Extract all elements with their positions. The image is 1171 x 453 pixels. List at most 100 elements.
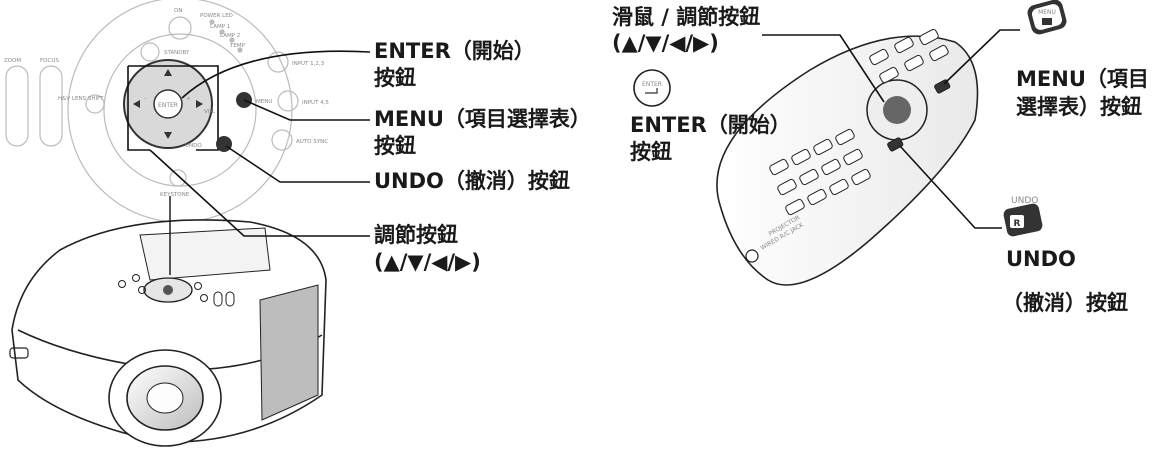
remote-mouse-label: 滑鼠 / 調節按鈕	[612, 5, 761, 29]
temp-led	[237, 47, 243, 53]
adjust-callout-line	[149, 149, 370, 237]
focus-printed: FOCUS	[40, 58, 59, 64]
up-arrow	[164, 69, 172, 76]
remote-key	[929, 44, 949, 62]
input123-printed: INPUT 1,2,3	[292, 61, 325, 67]
remote-enter-icon: ENTER	[633, 69, 671, 107]
remote-buttons	[769, 28, 951, 216]
power-led-printed: POWER LED	[200, 13, 233, 19]
remote-undo-key	[887, 137, 904, 152]
lamp1-printed: LAMP 1	[210, 24, 230, 30]
vol-printed: VOL	[204, 109, 216, 115]
keystone-button	[169, 169, 187, 187]
menu-label: MENU（項目選擇表）	[374, 107, 591, 131]
zoom-slider	[5, 65, 29, 147]
remote-key	[835, 128, 855, 146]
lens-inner	[146, 382, 184, 414]
projector-shell	[11, 219, 327, 443]
adjust-bracket-left	[127, 66, 150, 151]
lamp1-led	[219, 29, 225, 35]
auto-sync-button	[271, 129, 293, 151]
remote-key	[821, 158, 841, 176]
remote-menu-label-2: 選擇表）按鈕	[1016, 95, 1142, 119]
lamp2-printed: LAMP 2	[220, 33, 240, 39]
remote-key	[799, 168, 819, 186]
undo-label: UNDO（撤消）按鈕	[374, 169, 570, 193]
remote-key	[769, 158, 789, 176]
undo-icon-printed: UNDO	[1011, 196, 1038, 206]
menu-callout-line	[243, 99, 370, 121]
remote-enter-label-2: 按鈕	[630, 140, 672, 164]
on-printed: ON	[174, 8, 182, 14]
zoom-printed: ZOOM	[4, 58, 21, 64]
keystone-printed: KEYSTONE	[160, 192, 190, 198]
enter-callout-line	[181, 50, 371, 99]
top-button-b	[132, 274, 140, 282]
remote-undo-label: UNDO	[1006, 247, 1076, 271]
remote-mouse-label-2: (▲/▼/◀/▶)	[612, 31, 719, 55]
enter-button-panel	[153, 89, 183, 119]
remote-undo-callout-line	[899, 145, 1002, 229]
enter-label: ENTER（開始）	[374, 39, 535, 63]
lens-shift-button	[85, 94, 105, 114]
on-button	[168, 16, 192, 40]
vol-plus-printed: +	[186, 96, 191, 102]
remote-key	[879, 66, 899, 84]
remote-key	[813, 138, 833, 156]
top-pad-center	[163, 285, 173, 295]
enter-printed: ENTER	[158, 102, 178, 109]
remote-key	[777, 178, 797, 196]
side-vent	[259, 284, 319, 421]
power-led	[209, 19, 215, 25]
remote-menu-label: MENU（項目	[1016, 67, 1149, 91]
r-key-printed: R	[1014, 219, 1021, 229]
mouse-callout-line	[762, 34, 885, 103]
remote-key	[919, 28, 939, 46]
right-arrow	[196, 100, 203, 108]
focus-slider	[39, 65, 63, 147]
remote-key	[791, 148, 811, 166]
enter-icon-printed: ENTER	[642, 81, 662, 88]
adjust-label: 調節按鈕	[374, 223, 458, 247]
menu-printed: MENU	[256, 99, 272, 105]
remote-menu-key	[934, 79, 951, 94]
top-panel	[139, 227, 271, 281]
remote-key	[829, 178, 849, 196]
top-slider-a	[213, 291, 223, 307]
remote-key	[894, 36, 914, 54]
front-sensor	[9, 347, 29, 359]
undo-button-panel	[216, 136, 232, 152]
projector-illustration	[9, 219, 327, 447]
undo-printed: UNDO	[185, 143, 202, 149]
input45-printed: INPUT 4,5	[302, 100, 329, 106]
down-arrow	[164, 132, 172, 139]
undo-callout-line	[225, 145, 370, 183]
standby-button	[140, 42, 160, 62]
remote-key	[843, 148, 863, 166]
menu-label-2: 按鈕	[374, 134, 416, 158]
adjust-label-2: (▲/▼/◀/▶)	[374, 250, 481, 274]
remote-menu-callout-line	[943, 29, 1020, 85]
adjust-bracket-right	[128, 65, 219, 151]
lamp2-led	[229, 37, 235, 43]
remote-key	[807, 188, 827, 206]
remote-undo-label-2: （撤消）按鈕	[1002, 291, 1128, 315]
remote-key	[869, 48, 889, 66]
remote-key	[785, 198, 805, 216]
enter-label-2: 按鈕	[374, 66, 416, 90]
top-slider-b	[225, 291, 235, 307]
menu-icon-printed: MENU	[1038, 9, 1056, 16]
remote-mouse	[883, 96, 911, 124]
remote-menu-icon: MENU	[1027, 0, 1067, 35]
temp-printed: TEMP	[229, 43, 246, 49]
standby-printed: STANDBY	[164, 50, 190, 56]
top-button-e	[200, 294, 208, 302]
remote-key	[851, 168, 871, 186]
auto-sync-printed: AUTO SYNC	[296, 139, 328, 145]
input45-button	[277, 90, 299, 112]
input123-button	[267, 51, 289, 73]
left-arrow	[133, 100, 140, 108]
top-button-c	[138, 286, 146, 294]
vol-minus-printed: –	[144, 96, 147, 102]
